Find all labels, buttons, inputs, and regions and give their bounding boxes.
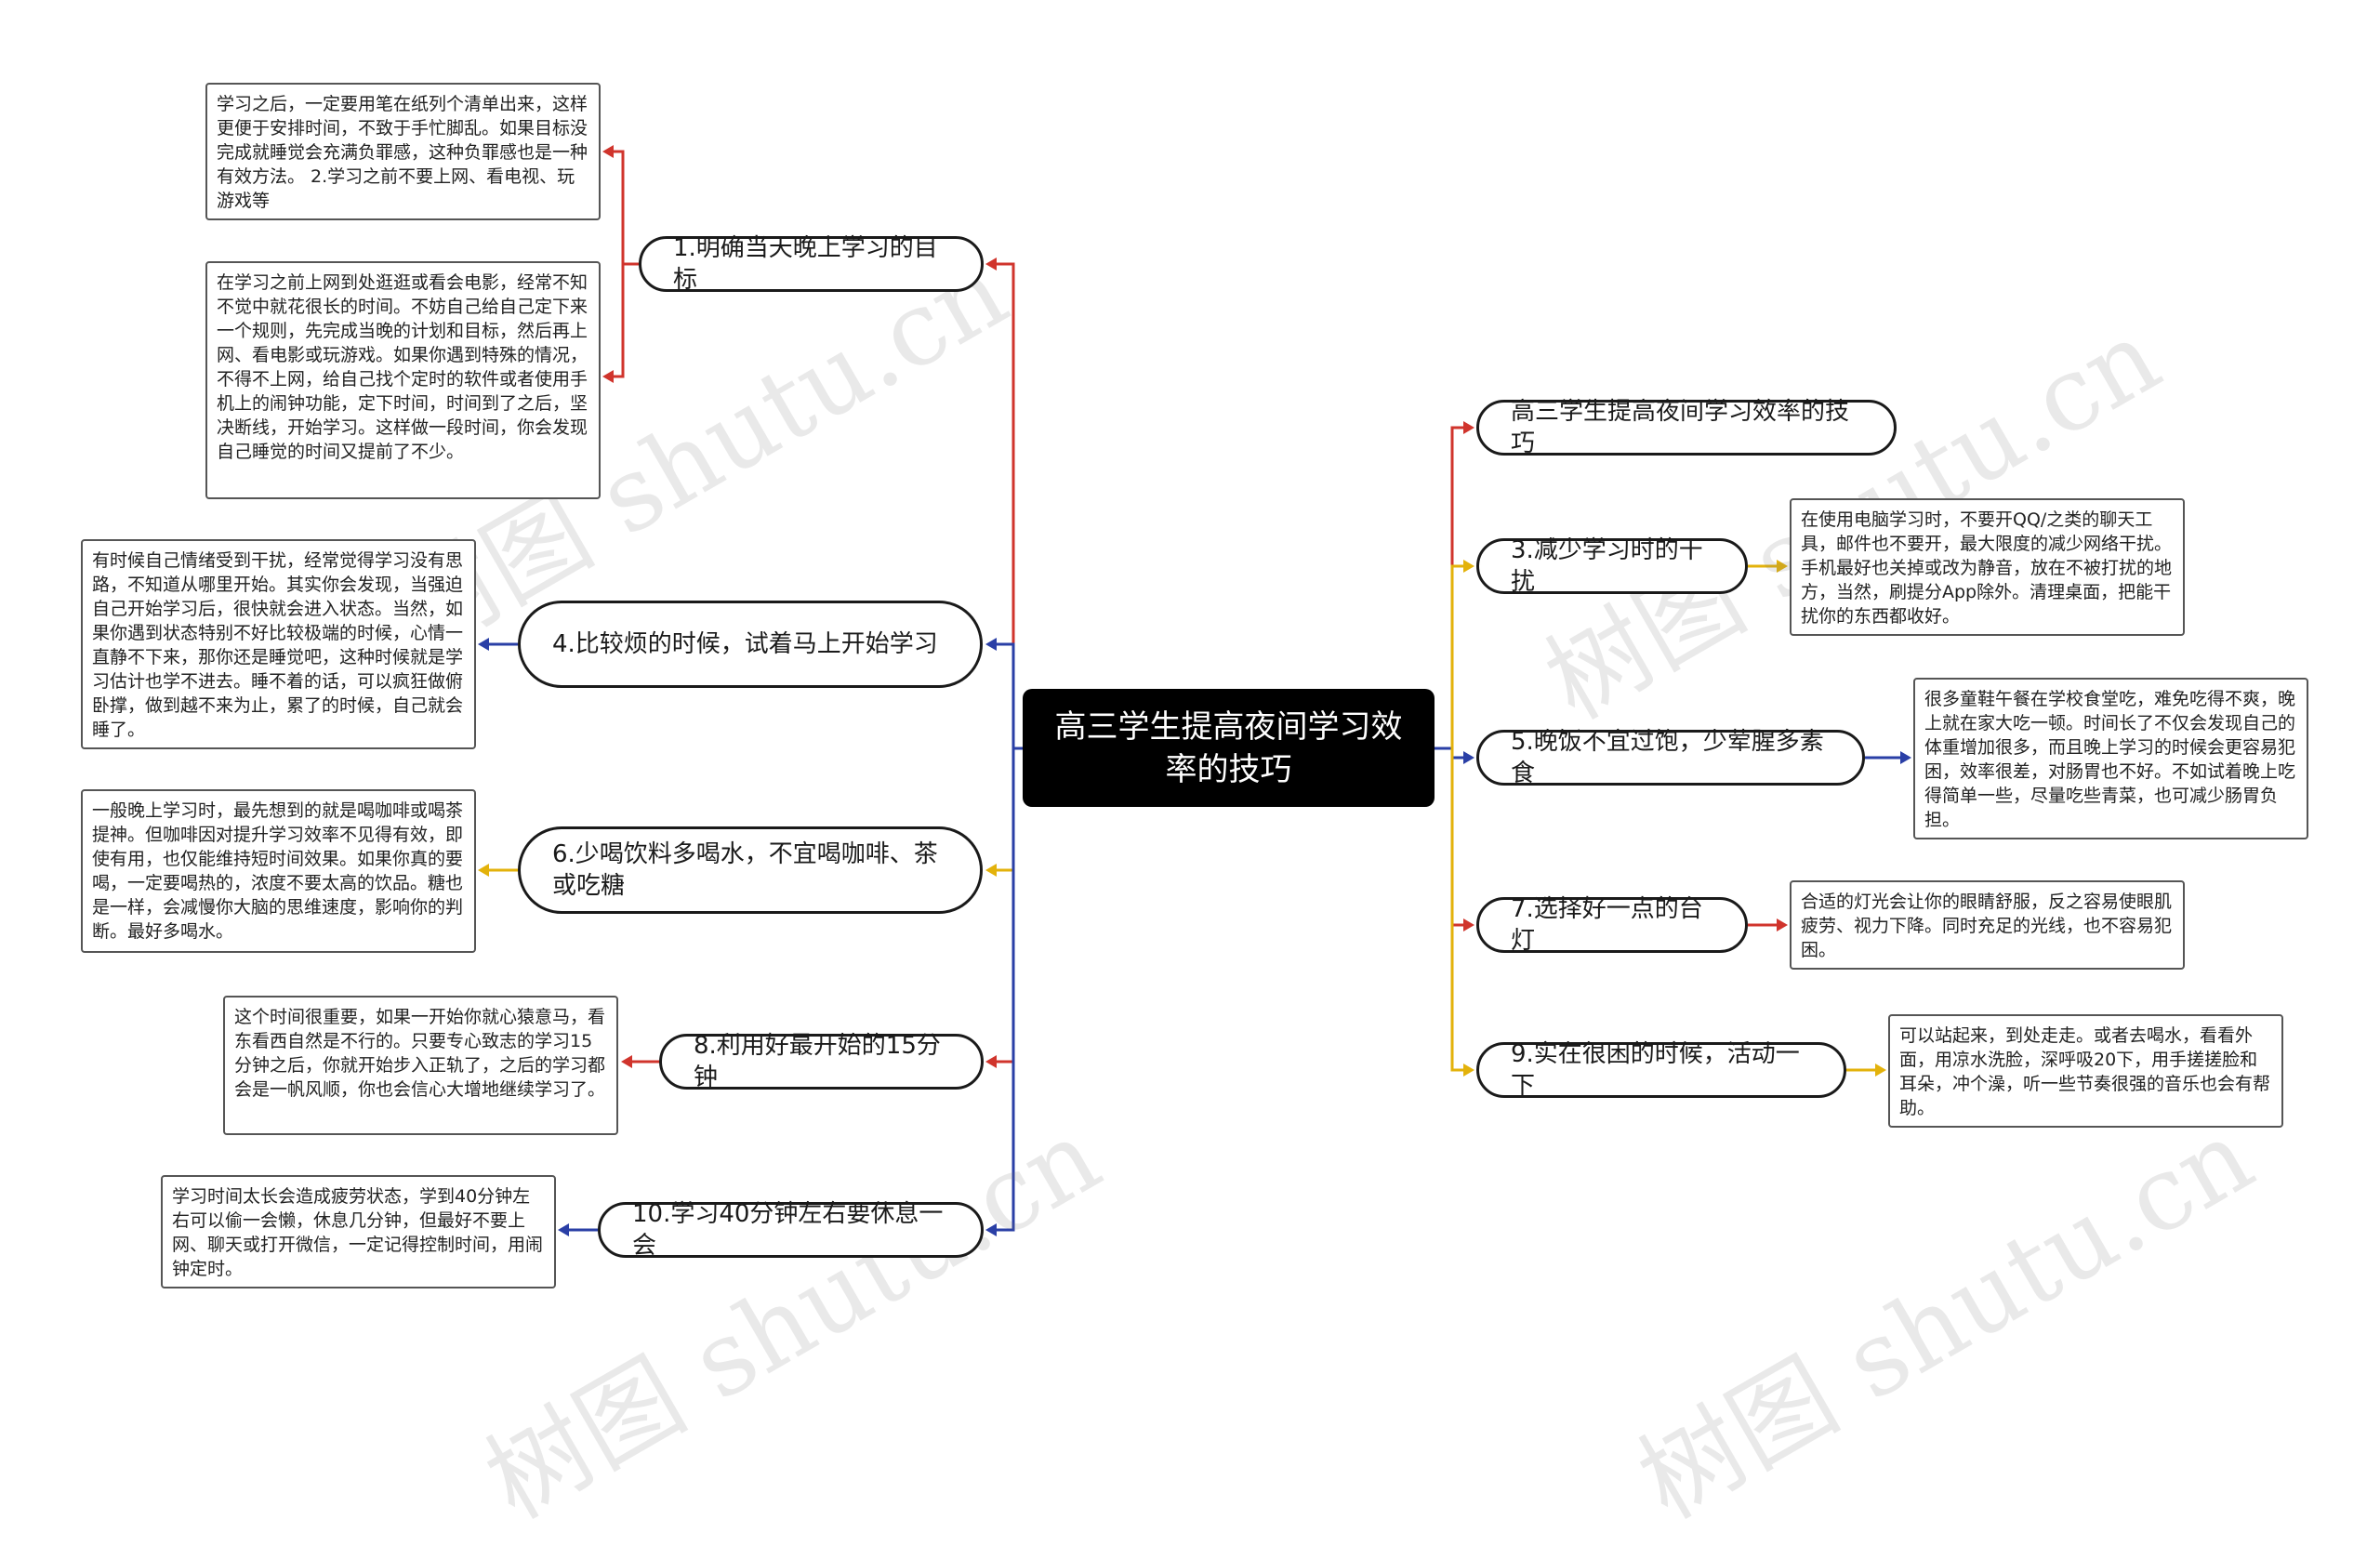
arrow-topic-7 <box>1463 918 1474 932</box>
connector-topic-3 <box>1450 564 1463 748</box>
topic-3[interactable]: 3.减少学习时的干扰 <box>1476 536 1748 596</box>
arrow-note-3 <box>1777 560 1788 573</box>
note-1a: 学习之后，一定要用笔在纸列个清单出来，这样更便于安排时间，不致于手忙脚乱。如果目… <box>205 83 601 220</box>
topic-8[interactable]: 8.利用好最开始的15分钟 <box>659 1032 984 1091</box>
note-1b: 在学习之前上网到处逛逛或看会电影，经常不知不觉中就花很长的时间。不妨自己给自己定… <box>205 261 601 499</box>
topic-4[interactable]: 4.比较烦的时候，试着马上开始学习 <box>518 601 983 688</box>
arrow-note-6 <box>478 864 489 877</box>
note-3: 在使用电脑学习时，不要开QQ/之类的聊天工具，邮件也不要开，最大限度的减少网络干… <box>1790 498 2185 636</box>
mind-map: 树图 shutu.cn 树图 shutu.cn 树图 shutu.cn 树图 s… <box>81 83 2308 1541</box>
root-node[interactable]: 高三学生提高夜间学习效率的技巧 <box>1023 689 1435 807</box>
topic-9[interactable]: 9.实在很困的时候，活动一下 <box>1476 1040 1846 1100</box>
connector-topic-10 <box>997 748 1015 1232</box>
arrow-note-9 <box>1875 1064 1886 1077</box>
note-10: 学习时间太长会造成疲劳状态，学到40分钟左右可以偷一会懒，休息几分钟，但最好不要… <box>161 1175 556 1288</box>
arrow-topic-3 <box>1463 560 1474 573</box>
connector-topic-8 <box>997 748 1015 1064</box>
connector-topic-7 <box>1450 748 1463 927</box>
arrow-note-8 <box>621 1055 632 1068</box>
topic-0[interactable]: 高三学生提高夜间学习效率的技巧 <box>1476 398 1897 457</box>
note-8: 这个时间很重要，如果一开始你就心猿意马，看东看西自然是不行的。只要专心致志的学习… <box>223 996 618 1135</box>
arrow-note-1a <box>602 145 614 158</box>
note-5: 很多童鞋午餐在学校食堂吃，难免吃得不爽，晚上就在家大吃一顿。时间长了不仅会发现自… <box>1913 678 2308 839</box>
note-7: 合适的灯光会让你的眼睛舒服，反之容易使眼肌疲劳、视力下降。同时充足的光线，也不容… <box>1790 880 2185 970</box>
note-4: 有时候自己情绪受到干扰，经常觉得学习没有思路，不知道从哪里开始。其实你会发现，当… <box>81 539 476 749</box>
connector-topic-6 <box>997 748 1015 872</box>
topic-1[interactable]: 1.明确当天晚上学习的目标 <box>639 234 984 294</box>
connector-note-1a <box>614 150 639 266</box>
connector-note-1b <box>614 264 625 378</box>
note-6: 一般晚上学习时，最先想到的就是喝咖啡或喝茶提神。但咖啡因对提升学习效率不见得有效… <box>81 789 476 953</box>
arrow-note-1b <box>602 370 614 383</box>
connector-topic-5 <box>1450 748 1463 760</box>
arrow-note-5 <box>1900 751 1911 764</box>
arrow-topic-9 <box>1463 1064 1474 1077</box>
arrow-note-4 <box>478 638 489 651</box>
connector-topic-4 <box>997 642 1015 748</box>
note-9: 可以站起来，到处走走。或者去喝水，看看外面，用凉水洗脸，深呼吸20下，用手搓搓脸… <box>1888 1014 2283 1128</box>
connector-topic-0 <box>1450 426 1463 748</box>
arrow-topic-5 <box>1463 751 1474 764</box>
topic-5[interactable]: 5.晚饭不宜过饱，少荤腥多素食 <box>1476 728 1865 787</box>
arrow-topic-6 <box>985 864 997 877</box>
arrow-topic-1 <box>985 258 997 271</box>
topic-10[interactable]: 10.学习40分钟左右要休息一会 <box>598 1200 984 1260</box>
arrow-note-7 <box>1777 918 1788 932</box>
arrow-topic-8 <box>985 1055 997 1068</box>
arrow-topic-10 <box>985 1223 997 1236</box>
arrow-topic-0 <box>1463 421 1474 434</box>
connector-topic-1 <box>997 262 1015 748</box>
connector-topic-9 <box>1450 748 1463 1072</box>
arrow-topic-4 <box>985 638 997 651</box>
topic-7[interactable]: 7.选择好一点的台灯 <box>1476 895 1748 955</box>
connector-lines <box>478 145 1911 1236</box>
arrow-note-10 <box>558 1223 569 1236</box>
topic-6[interactable]: 6.少喝饮料多喝水，不宜喝咖啡、茶或吃糖 <box>518 826 983 914</box>
